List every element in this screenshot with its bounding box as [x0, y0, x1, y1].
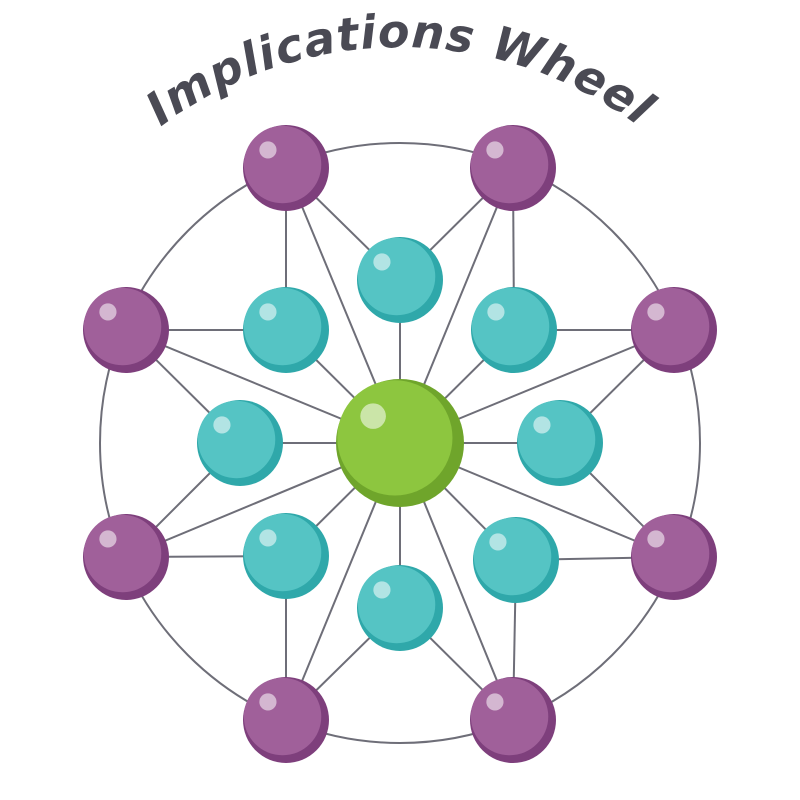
- first-order-node-2-highlight: [487, 303, 505, 321]
- first-order-node-3-body: [517, 400, 596, 479]
- first-order-node-3-highlight: [533, 416, 551, 434]
- second-order-node-8-highlight: [259, 141, 277, 159]
- first-order-node-8-highlight: [259, 303, 277, 321]
- second-order-node-3: [631, 514, 717, 600]
- first-order-node-6-body: [243, 513, 322, 592]
- first-order-node-4-highlight: [489, 533, 507, 551]
- second-order-node-4-body: [470, 677, 549, 756]
- second-order-node-2-highlight: [647, 303, 665, 321]
- second-order-node-5-highlight: [259, 693, 277, 711]
- second-order-node-4-highlight: [486, 693, 504, 711]
- diagram-title: Implications Wheel: [136, 4, 665, 136]
- second-order-node-6: [83, 514, 169, 600]
- first-order-node-1-highlight: [373, 253, 391, 271]
- second-order-node-5-body: [243, 677, 322, 756]
- center-node: [336, 379, 464, 507]
- first-order-node-6: [243, 513, 329, 599]
- second-order-node-7-body: [83, 287, 162, 366]
- second-order-node-1: [470, 125, 556, 211]
- first-order-node-2-body: [471, 287, 550, 366]
- first-order-node-4-body: [473, 517, 552, 596]
- first-order-node-5-body: [357, 565, 436, 644]
- second-order-node-7-highlight: [99, 303, 117, 321]
- second-order-node-8: [243, 125, 329, 211]
- first-order-node-5-highlight: [373, 581, 391, 599]
- first-order-node-8-body: [243, 287, 322, 366]
- first-order-node-1-body: [357, 237, 436, 316]
- second-order-node-1-body: [470, 125, 549, 204]
- second-order-node-3-highlight: [647, 530, 665, 548]
- center-node-highlight: [360, 403, 386, 429]
- second-order-node-2-body: [631, 287, 710, 366]
- second-order-node-1-highlight: [486, 141, 504, 159]
- second-order-node-3-body: [631, 514, 710, 593]
- first-order-node-7-body: [197, 400, 276, 479]
- first-order-node-3: [517, 400, 603, 486]
- first-order-node-1: [357, 237, 443, 323]
- first-order-node-7-highlight: [213, 416, 231, 434]
- first-order-node-5: [357, 565, 443, 651]
- second-order-node-5: [243, 677, 329, 763]
- center-node-body: [337, 380, 453, 496]
- diagram-title-text: Implications Wheel: [136, 4, 664, 136]
- first-order-node-8: [243, 287, 329, 373]
- second-order-node-4: [470, 677, 556, 763]
- second-order-node-2: [631, 287, 717, 373]
- second-order-node-7: [83, 287, 169, 373]
- second-order-node-6-highlight: [99, 530, 117, 548]
- first-order-node-4: [473, 517, 559, 603]
- first-order-node-2: [471, 287, 557, 373]
- first-order-node-6-highlight: [259, 529, 277, 547]
- second-order-node-6-body: [83, 514, 162, 593]
- node-layer: [83, 125, 717, 763]
- outer-ring: [99, 142, 701, 744]
- second-order-node-8-body: [243, 125, 322, 204]
- first-order-node-7: [197, 400, 283, 486]
